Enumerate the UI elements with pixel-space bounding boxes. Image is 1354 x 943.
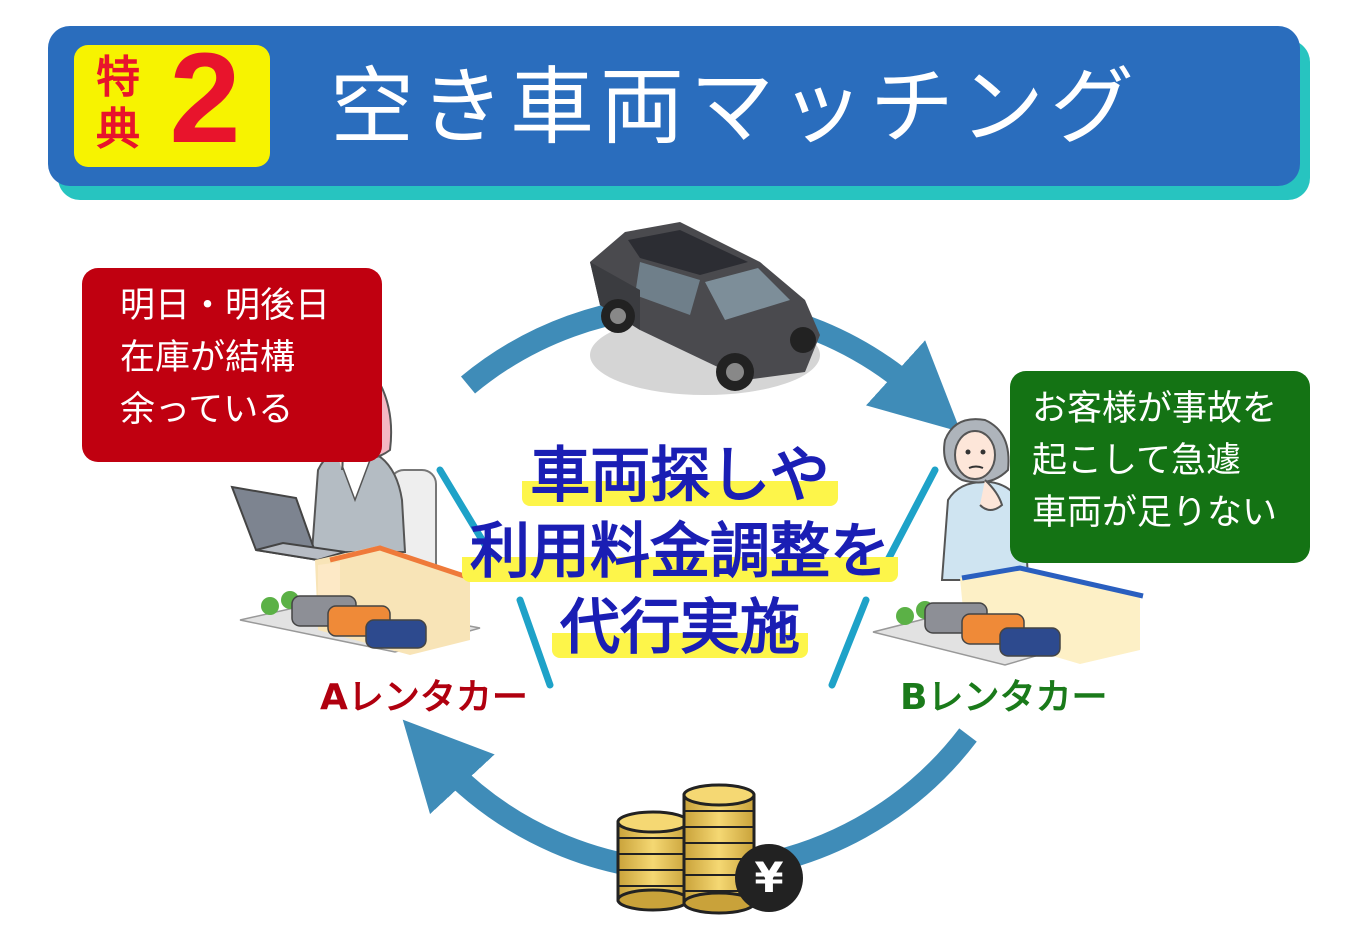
- center-line: 車両探しや: [522, 446, 838, 506]
- center-message: 車両探しや 利用料金調整を 代行実施: [440, 446, 920, 674]
- suv-car-icon: [590, 222, 820, 395]
- bubble-b-line: お客様が事故を: [1032, 389, 1278, 429]
- bubble-a-line: 在庫が結構: [120, 338, 296, 378]
- bubble-b-line: 起こして急遽: [1032, 441, 1241, 481]
- center-line: 代行実施: [552, 598, 808, 658]
- badge-number: 2: [169, 27, 241, 170]
- speech-bubble-a: 明日・明後日 在庫が結構 余っている: [82, 268, 382, 462]
- center-line: 利用料金調整を: [462, 522, 898, 582]
- bubble-b-line: 車両が足りない: [1032, 493, 1278, 533]
- woman-thinking-icon: [940, 418, 1030, 581]
- page-title: 空き車両マッチング: [330, 58, 1141, 156]
- coin-stack-icon: [616, 783, 803, 915]
- company-a-label: Aレンタカー: [320, 677, 528, 718]
- rental-office-b-icon: [872, 565, 1144, 666]
- yen-symbol: ¥: [754, 853, 784, 902]
- speech-bubble-b: お客様が事故を 起こして急遽 車両が足りない: [1010, 371, 1310, 563]
- badge-label: 特典: [96, 52, 140, 155]
- feature-badge: [74, 45, 270, 167]
- bubble-a-line: 明日・明後日: [120, 286, 331, 326]
- yen-icon: [735, 844, 803, 912]
- rental-office-a-icon: [239, 545, 481, 655]
- bubble-a-line: 余っている: [120, 390, 294, 430]
- company-b-label: Bレンタカー: [900, 677, 1108, 718]
